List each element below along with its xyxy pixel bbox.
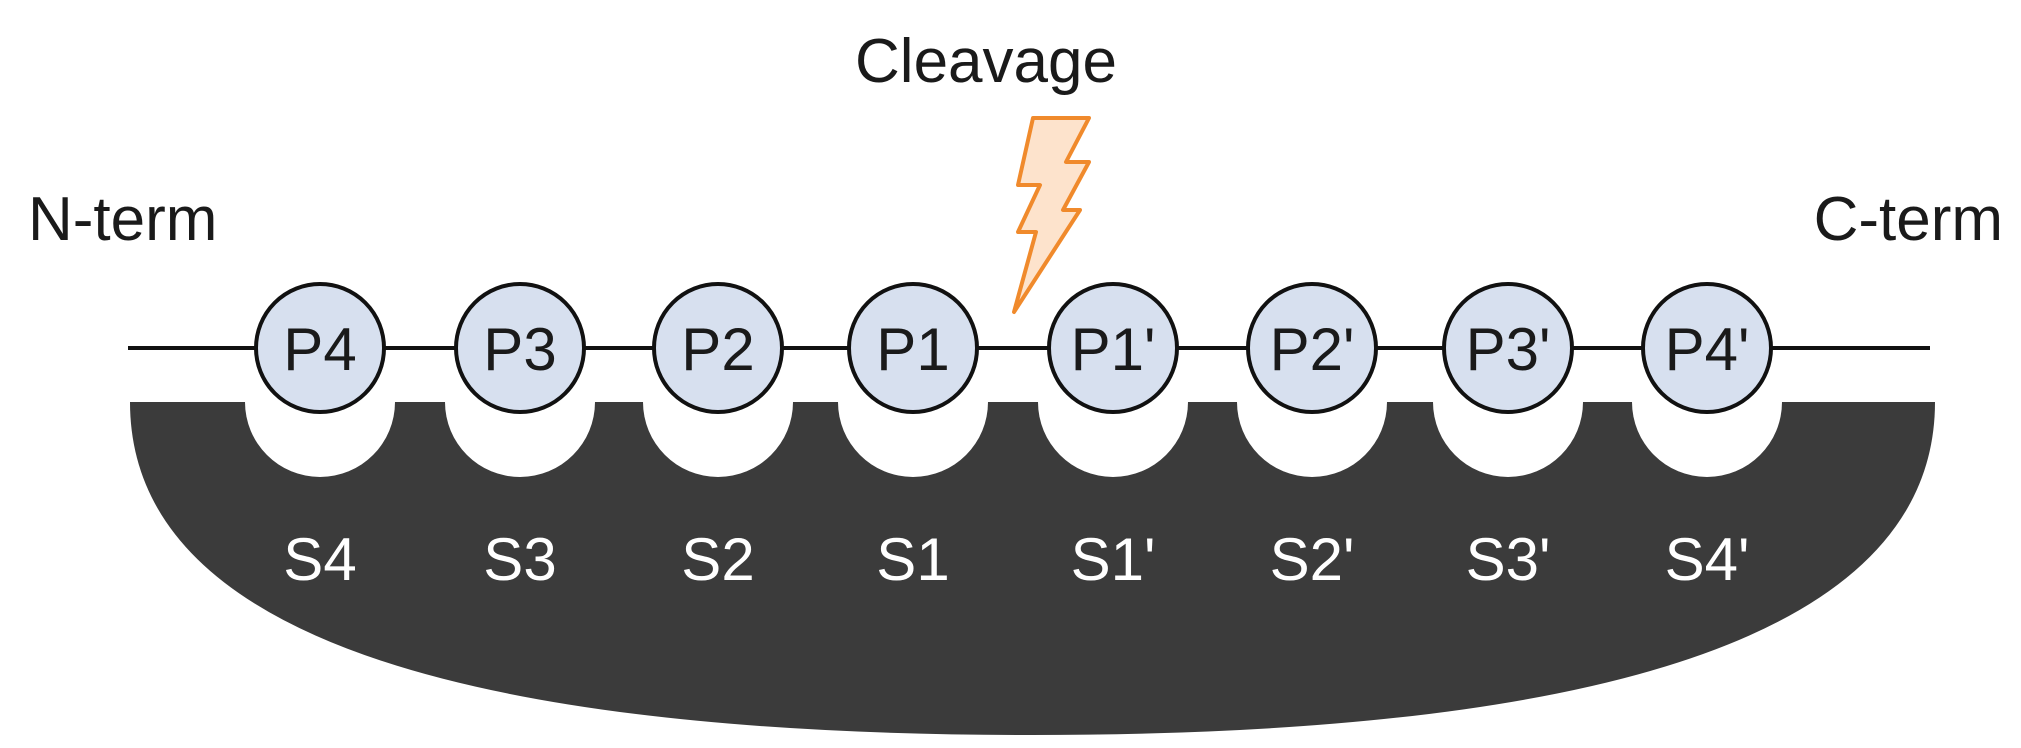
subsite-label: S1' xyxy=(1071,526,1156,593)
binding-pocket xyxy=(1632,402,1782,477)
residue-group: P4 P3 P2 P1 P1' P2' P3' P4' xyxy=(254,282,1773,414)
subsite-label: S4 xyxy=(283,526,356,593)
binding-pocket xyxy=(445,402,595,477)
residue-circle xyxy=(847,282,979,414)
residue-circle xyxy=(254,282,386,414)
subsite-label: S3 xyxy=(483,526,556,593)
subsite-label: S4' xyxy=(1665,526,1750,593)
subsite-label: S1 xyxy=(876,526,949,593)
binding-pocket xyxy=(643,402,793,477)
residue-label: P1' xyxy=(1071,316,1156,383)
binding-pocket xyxy=(1237,402,1387,477)
subsite-label: S2' xyxy=(1270,526,1355,593)
residue-circle xyxy=(454,282,586,414)
residue-label: P4 xyxy=(283,316,356,383)
c-terminus-label: C-term xyxy=(1814,185,2003,254)
residue-label: P1 xyxy=(876,316,949,383)
subsite-label: S2 xyxy=(681,526,754,593)
cleavage-marker xyxy=(1012,116,1091,314)
binding-pocket xyxy=(245,402,395,477)
residue-label: P2' xyxy=(1270,316,1355,383)
binding-pocket xyxy=(1433,402,1583,477)
binding-pocket xyxy=(838,402,988,477)
residue-label: P3 xyxy=(483,316,556,383)
subsite-label-group: S4 S3 S2 S1 S1' S2' S3' S4' xyxy=(283,526,1749,593)
residue-circle xyxy=(652,282,784,414)
residue-circle xyxy=(1047,282,1179,414)
enzyme-bowl-shape xyxy=(130,402,1935,735)
residue-label: P4' xyxy=(1665,316,1750,383)
residue-circle xyxy=(1641,282,1773,414)
n-terminus-label: N-term xyxy=(28,185,217,254)
enzyme-body xyxy=(130,402,1935,735)
lightning-bolt-icon xyxy=(1012,116,1091,314)
residue-label: P2 xyxy=(681,316,754,383)
cleavage-label: Cleavage xyxy=(855,27,1117,96)
residue-circle xyxy=(1246,282,1378,414)
subsite-label: S3' xyxy=(1466,526,1551,593)
binding-pockets xyxy=(245,402,1782,477)
residue-circle xyxy=(1442,282,1574,414)
binding-pocket xyxy=(1038,402,1188,477)
residue-label: P3' xyxy=(1466,316,1551,383)
